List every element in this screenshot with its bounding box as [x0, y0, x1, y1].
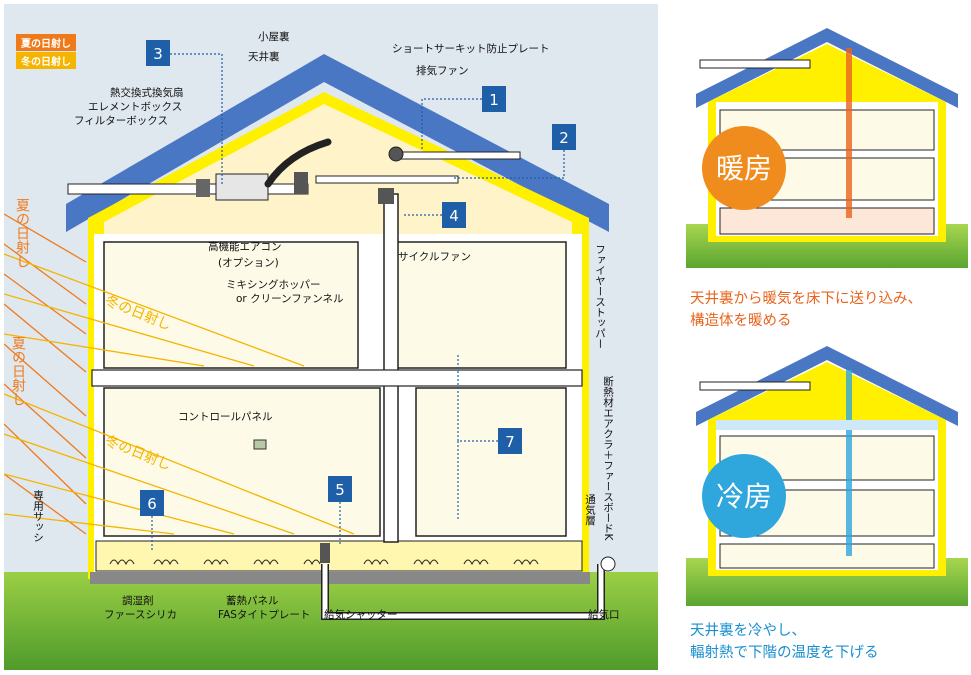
cooling-house: 冷房	[686, 346, 968, 606]
marker-2: 2	[552, 124, 576, 150]
leader-lines	[151, 53, 565, 550]
label-insulation: 断熱材エアクラ＋ファースボードK	[602, 375, 614, 541]
heating-house: 暖房	[686, 28, 968, 268]
cooling-caption-line1: 天井裏を冷やし、	[690, 623, 806, 639]
svg-text:5: 5	[335, 481, 345, 499]
heating-badge-text: 暖房	[716, 152, 772, 185]
svg-text:1: 1	[489, 91, 499, 109]
marker-3: 3	[146, 40, 170, 66]
marker-5: 5	[328, 476, 352, 502]
label-humidity-1: 調湿剤	[122, 594, 154, 607]
heating-panel: 暖房	[686, 28, 968, 268]
foundation	[90, 572, 590, 584]
label-sash: 専用サッシ	[32, 490, 44, 543]
svg-text:3: 3	[153, 45, 163, 63]
winter-sun-rays	[3, 253, 355, 535]
label-supply-port: 給気口	[588, 608, 620, 621]
label-summer-sun-2: 夏の日射し	[10, 336, 26, 406]
heat-exchanger	[215, 173, 269, 201]
second-floor-slab	[91, 369, 583, 387]
intake-duct	[67, 183, 309, 195]
label-cycle-fan: サイクルファン	[398, 251, 471, 263]
marker-7: 7	[498, 428, 522, 454]
cooling-caption: 天井裏を冷やし、 輻射熱で下階の温度を下げる	[690, 620, 879, 664]
summer-sun-rays	[3, 213, 87, 535]
exhaust-duct	[391, 151, 521, 160]
label-exhaust-fan: 排気ファン	[416, 64, 469, 77]
legend-summer: 夏の日射し	[16, 34, 76, 51]
label-storage-1: 蓄熱パネル	[226, 594, 279, 607]
underfloor-space	[95, 540, 583, 572]
ground	[4, 572, 658, 670]
main-diagram: 1 2 3 4 5 6 7 小屋裏 天井裏 ショートサーキット防止プレート 排気…	[3, 4, 658, 670]
supply-port-cap	[600, 556, 616, 572]
cooling-badge-text: 冷房	[716, 480, 772, 513]
label-supply-shutter: 給気シャッター	[324, 608, 398, 621]
room-upper-left	[103, 241, 359, 369]
svg-text:2: 2	[559, 129, 569, 147]
room-lower-right	[415, 387, 567, 537]
label-mixing-2: or クリーンファンネル	[236, 293, 344, 305]
label-short-plate: ショートサーキット防止プレート	[392, 42, 550, 55]
svg-text:6: 6	[147, 495, 157, 513]
cooling-badge-circle	[702, 454, 786, 538]
svg-text:7: 7	[505, 433, 515, 451]
label-heat-exchanger: 熱交換式換気扇	[110, 86, 184, 99]
heating-badge-circle	[702, 126, 786, 210]
house-cross-section: 1 2 3 4 5 6 7 小屋裏 天井裏 ショートサーキット防止プレート 排気…	[3, 30, 658, 670]
storage-panels	[109, 559, 539, 566]
exhaust-fan	[388, 146, 404, 162]
label-koyaura: 小屋裏	[258, 30, 290, 43]
element-box	[196, 179, 210, 197]
label-summer-sun-1: 夏の日射し	[14, 198, 30, 268]
supply-shutter	[320, 543, 330, 563]
label-aircon: 高機能エアコン	[208, 240, 282, 253]
cycle-fan-box	[378, 188, 394, 204]
label-humidity-2: ファースシリカ	[104, 609, 177, 621]
cooling-panel: 冷房	[686, 346, 968, 606]
label-vent-layer: 通気層	[584, 494, 596, 526]
legend-winter: 冬の日射し	[16, 52, 76, 69]
label-element-box: エレメントボックス	[88, 101, 182, 113]
aircon-unit	[294, 172, 308, 194]
label-fire-stopper: ファイヤーストッパー	[594, 244, 606, 349]
short-circuit-plate	[315, 175, 459, 184]
label-storage-2: FASタイトプレート	[218, 609, 310, 621]
label-filter-box: フィルターボックス	[74, 115, 168, 127]
heating-caption-line1: 天井裏から暖気を床下に送り込み、	[690, 291, 922, 307]
cycle-duct	[383, 193, 399, 543]
marker-1: 1	[482, 86, 506, 112]
roof	[66, 54, 609, 232]
cooling-caption-line2: 輻射熱で下階の温度を下げる	[690, 645, 879, 661]
label-aircon-opt: (オプション)	[218, 257, 279, 269]
control-panel-device	[253, 439, 267, 450]
label-control-panel: コントロールパネル	[178, 411, 273, 423]
marker-4: 4	[442, 202, 466, 228]
marker-6: 6	[140, 490, 164, 516]
svg-text:4: 4	[449, 207, 459, 225]
heating-caption-line2: 構造体を暖める	[690, 313, 792, 329]
label-mixing-1: ミキシングホッパー	[226, 278, 321, 291]
label-tenjoura: 天井裏	[248, 50, 280, 63]
heating-caption: 天井裏から暖気を床下に送り込み、 構造体を暖める	[690, 288, 922, 332]
aircon-duct	[264, 138, 332, 188]
